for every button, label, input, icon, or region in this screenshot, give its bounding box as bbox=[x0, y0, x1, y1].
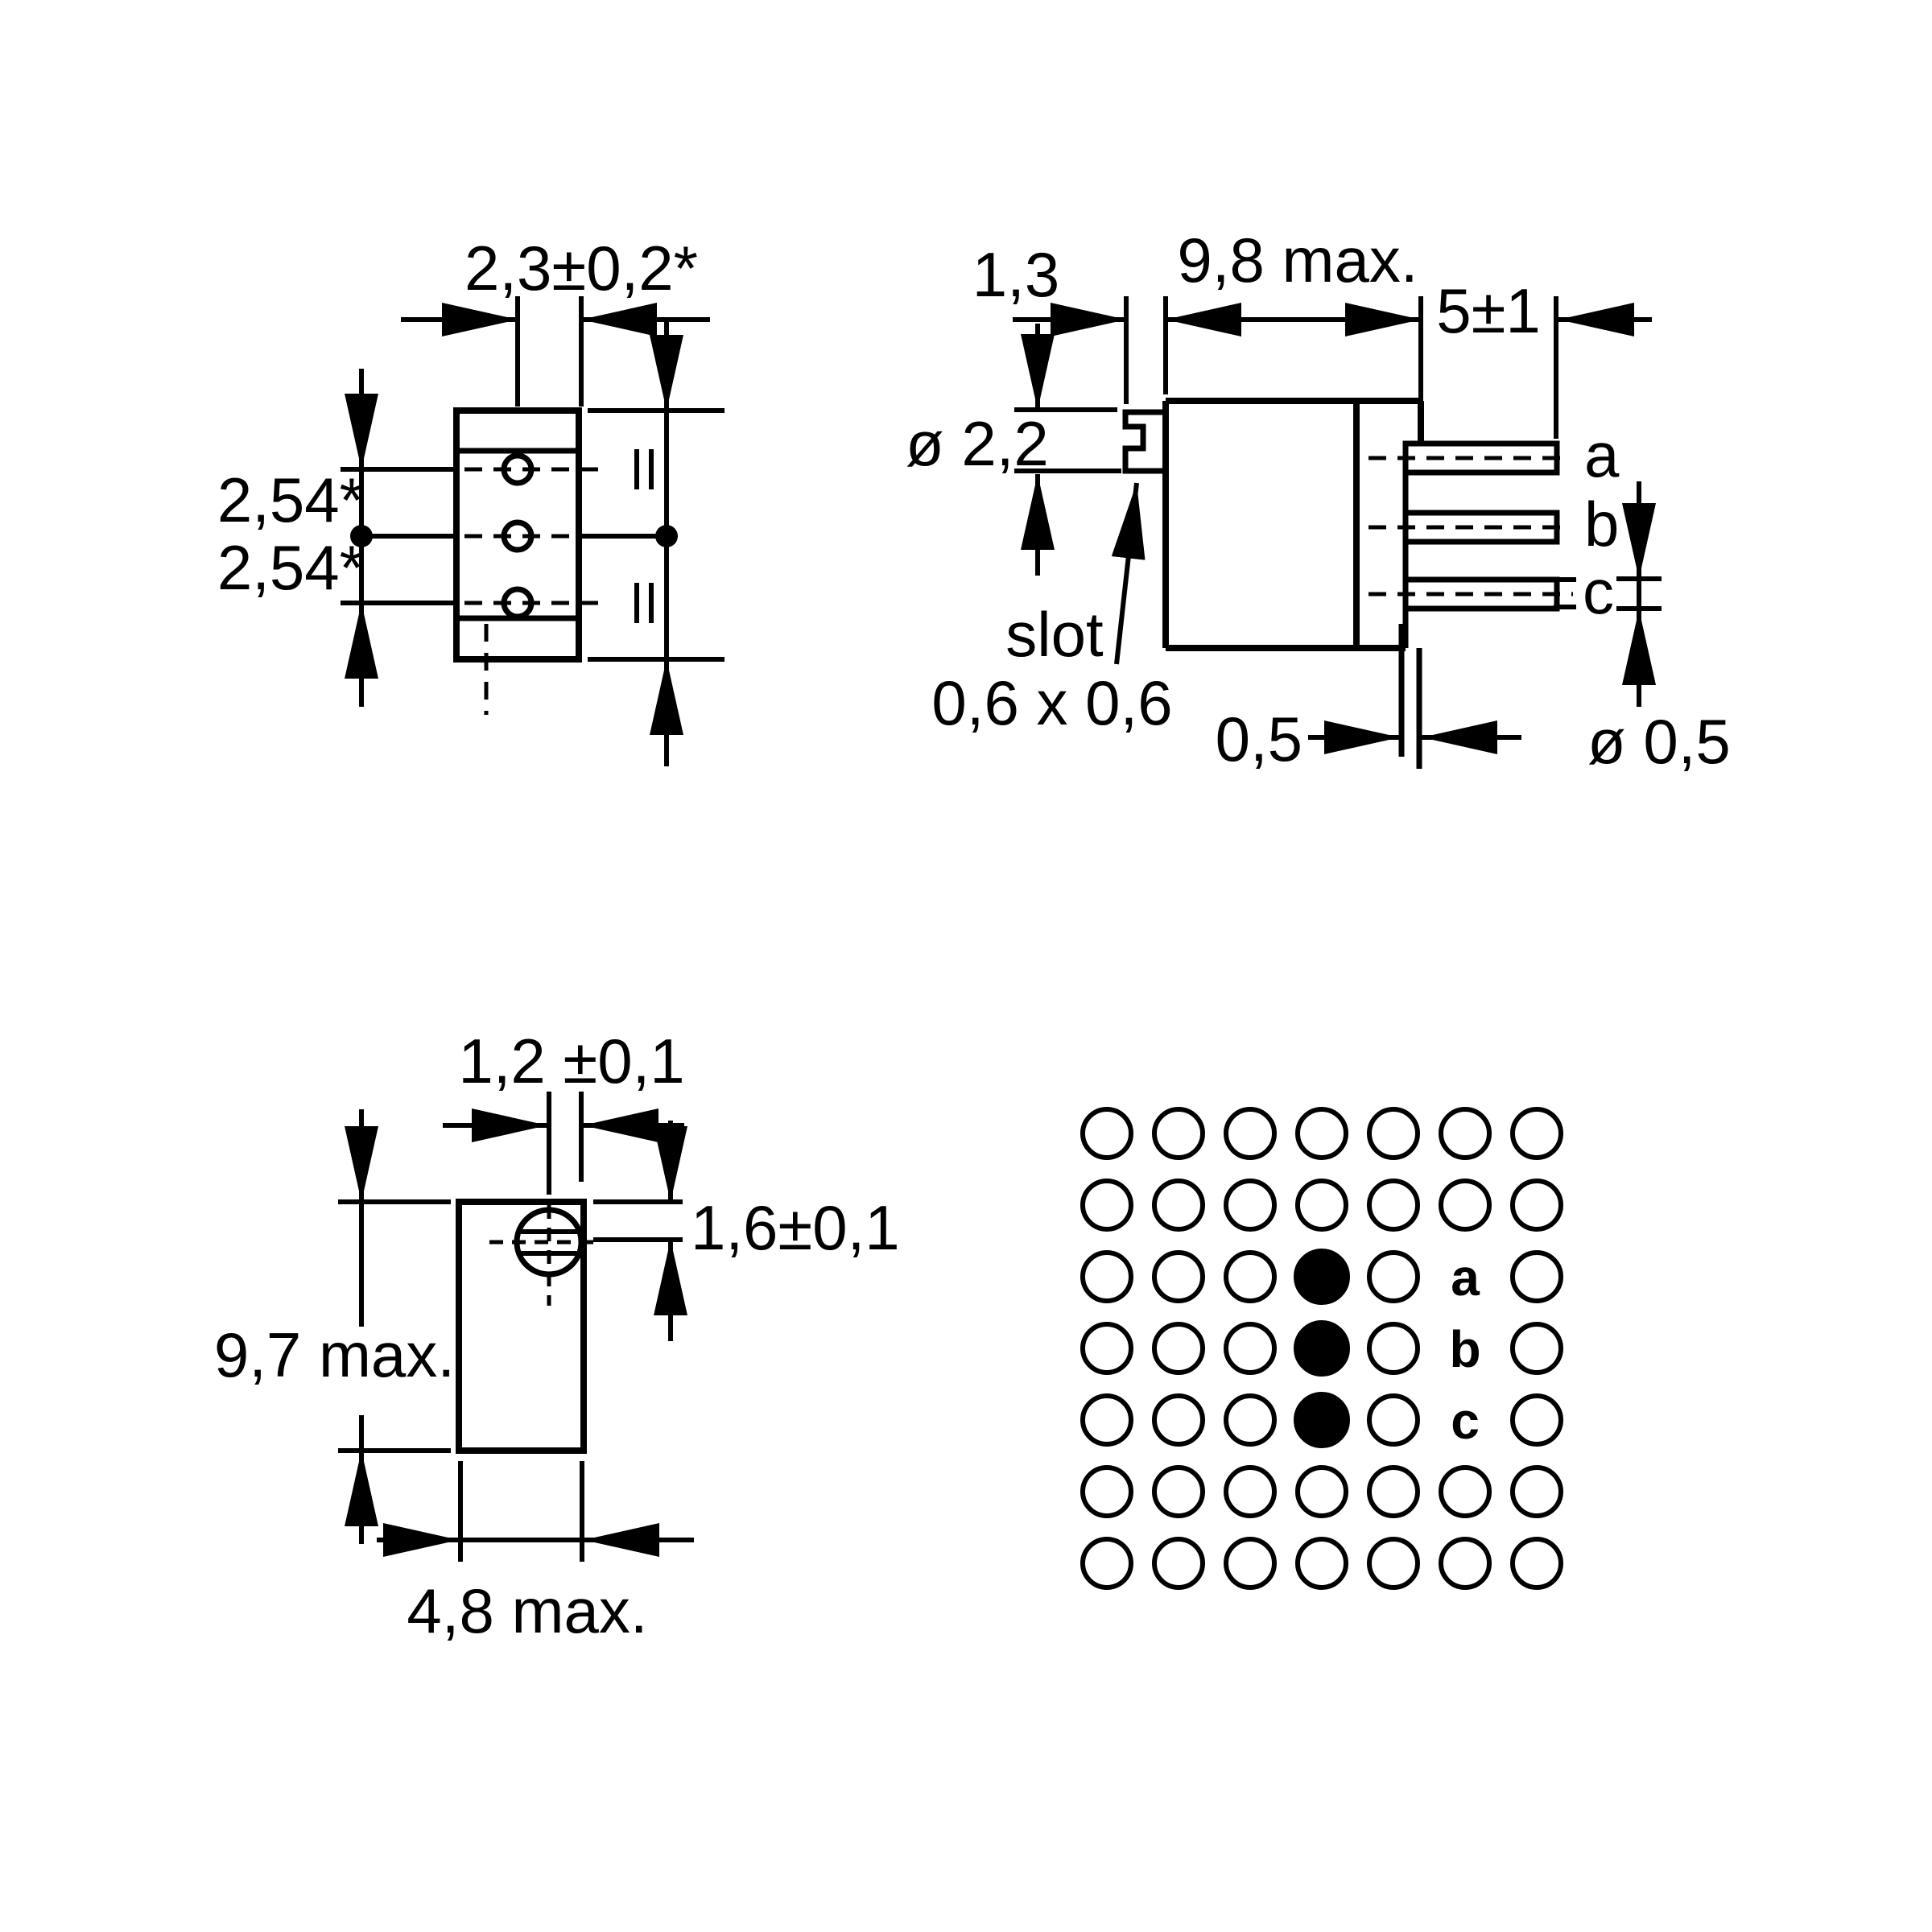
dim-label-front-width: 2,3±0,2* bbox=[464, 233, 698, 303]
dim-label-shaft-offset: 1,3 bbox=[972, 239, 1059, 310]
pcb-pad bbox=[1510, 1393, 1563, 1447]
pcb-pad bbox=[1295, 1465, 1348, 1518]
parallel-mark-bottom bbox=[634, 583, 654, 623]
pcb-pad bbox=[1510, 1322, 1563, 1375]
pcb-pad bbox=[1367, 1107, 1420, 1160]
pcb-pad bbox=[1367, 1393, 1420, 1447]
pcb-pad bbox=[1224, 1393, 1277, 1447]
pcb-pad bbox=[1510, 1250, 1563, 1303]
pcb-pad-label: c bbox=[1451, 1392, 1480, 1450]
profile-body bbox=[456, 1199, 587, 1454]
pcb-pad bbox=[1367, 1179, 1420, 1232]
pcb-pad bbox=[1510, 1465, 1563, 1518]
pin-a-label: a bbox=[1584, 419, 1620, 490]
pcb-pad bbox=[1152, 1250, 1205, 1303]
pcb-pad-filled bbox=[1294, 1249, 1350, 1305]
pcb-pad-label: a bbox=[1451, 1249, 1480, 1307]
pcb-pad bbox=[1080, 1322, 1133, 1375]
pcb-pad-label: b bbox=[1449, 1320, 1480, 1378]
pcb-pad bbox=[1080, 1537, 1133, 1590]
pcb-pad bbox=[1439, 1107, 1492, 1160]
pcb-pad bbox=[1510, 1179, 1563, 1232]
reference-dot bbox=[655, 525, 678, 547]
pcb-pad bbox=[1439, 1537, 1492, 1590]
adjust-screw-head bbox=[514, 1207, 584, 1278]
pcb-pad bbox=[1295, 1179, 1348, 1232]
dim-label-screw-from-top: 1,6±0,1 bbox=[691, 1192, 900, 1263]
pcb-pad bbox=[1224, 1179, 1277, 1232]
pcb-pad bbox=[1224, 1107, 1277, 1160]
parallel-mark-top bbox=[634, 449, 654, 489]
dim-label-body-length: 9,8 max. bbox=[1177, 225, 1418, 295]
pcb-pad bbox=[1080, 1250, 1133, 1303]
dim-label-depth: 4,8 max. bbox=[407, 1575, 647, 1646]
pcb-pad bbox=[1224, 1322, 1277, 1375]
pcb-grid-pads: abc bbox=[1080, 1107, 1563, 1590]
pcb-pad bbox=[1152, 1179, 1205, 1232]
pcb-pad bbox=[1439, 1179, 1492, 1232]
side-view: a b c 1,3 9,8 max. 5±1 ø 2,2 slot 0,6 x … bbox=[906, 225, 1731, 777]
front-view: 2,3±0,2* 2,54* 2,54* bbox=[217, 233, 724, 766]
slot-callout-word: slot bbox=[1005, 599, 1104, 670]
pcb-pad bbox=[1295, 1537, 1348, 1590]
pcb-pad-filled bbox=[1294, 1320, 1350, 1377]
dim-label-pin-offset: 0,5 bbox=[1216, 704, 1302, 774]
dim-label-shaft-diameter: ø 2,2 bbox=[906, 408, 1049, 479]
pcb-pad bbox=[1152, 1393, 1205, 1447]
pcb-pad bbox=[1224, 1250, 1277, 1303]
slot-callout-size: 0,6 x 0,6 bbox=[931, 667, 1172, 738]
pcb-pad bbox=[1367, 1250, 1420, 1303]
pcb-pad bbox=[1224, 1537, 1277, 1590]
pcb-pad bbox=[1152, 1107, 1205, 1160]
pcb-pad bbox=[1224, 1465, 1277, 1518]
profile-view: 1,2 ±0,1 1,6±0,1 9,7 max. 4,8 max. bbox=[214, 1026, 900, 1646]
pin-c-label: c bbox=[1583, 556, 1614, 627]
dim-label-pitch-top: 2,54* bbox=[217, 464, 364, 535]
pcb-pad bbox=[1152, 1537, 1205, 1590]
pin-b-label: b bbox=[1584, 489, 1619, 559]
pcb-pad bbox=[1080, 1465, 1133, 1518]
dim-label-pin-diameter: ø 0,5 bbox=[1587, 706, 1731, 777]
dim-label-pitch-bottom: 2,54* bbox=[217, 532, 364, 603]
pcb-pad bbox=[1152, 1465, 1205, 1518]
shaft-slot-profile bbox=[1122, 409, 1165, 474]
pcb-pad bbox=[1080, 1179, 1133, 1232]
pcb-pad bbox=[1367, 1465, 1420, 1518]
pcb-pad bbox=[1510, 1107, 1563, 1160]
leader-line bbox=[1111, 482, 1146, 665]
pcb-pad bbox=[1080, 1107, 1133, 1160]
dim-label-pin-length: 5±1 bbox=[1436, 275, 1541, 346]
pcb-pad bbox=[1367, 1322, 1420, 1375]
reference-dot bbox=[350, 525, 373, 547]
pcb-pad bbox=[1080, 1393, 1133, 1447]
pcb-pad bbox=[1152, 1322, 1205, 1375]
pcb-pad bbox=[1367, 1537, 1420, 1590]
pcb-pad bbox=[1439, 1465, 1492, 1518]
dim-label-slot-to-face: 1,2 ±0,1 bbox=[458, 1026, 684, 1096]
pcb-pad bbox=[1510, 1537, 1563, 1590]
pcb-pad-filled bbox=[1294, 1392, 1350, 1448]
dim-label-height: 9,7 max. bbox=[214, 1319, 455, 1390]
pcb-pad bbox=[1295, 1107, 1348, 1160]
